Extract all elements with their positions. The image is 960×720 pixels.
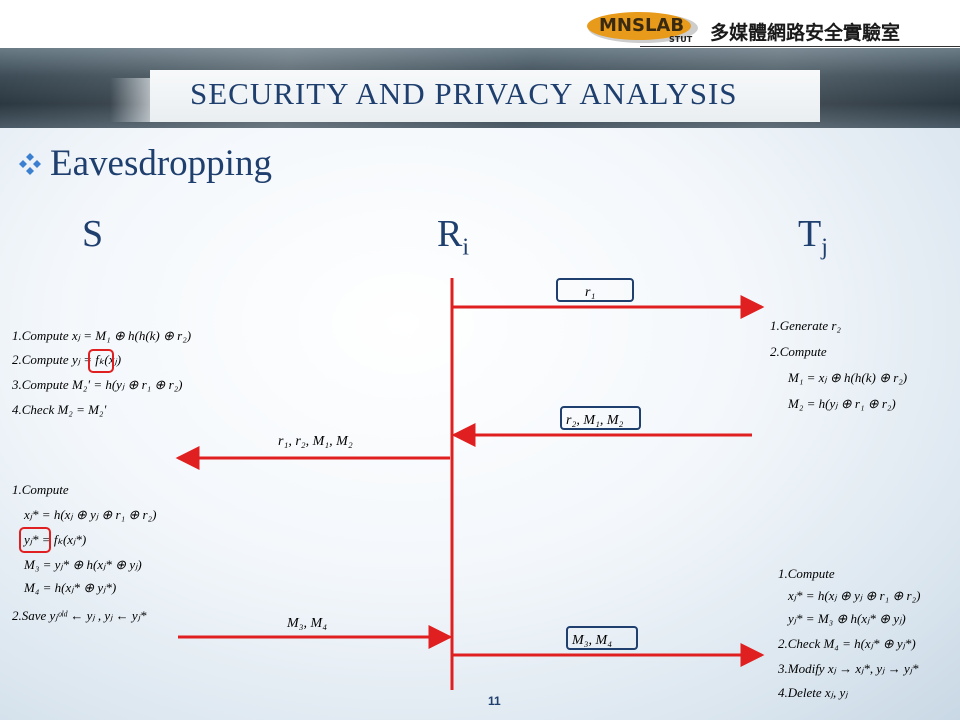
tag-step2-line1: 1.Compute	[778, 566, 835, 581]
msg-r2m1m2: r₂, M₁, M₂	[566, 413, 624, 428]
server-step2-line6: 2.Save yⱼᵒˡᵈ ← yⱼ , yⱼ ← yⱼ*	[12, 608, 147, 623]
lab-logo-sub: STUT	[669, 35, 693, 44]
tag-steps-1: 1.Generate r₂ 2.Compute M₁ = xⱼ ⊕ h(h(k)…	[770, 318, 907, 411]
server-step2-line5: M₄ = h(xⱼ* ⊕ yⱼ*)	[23, 580, 116, 595]
slide-title: SECURITY AND PRIVACY ANALYSIS	[190, 76, 738, 111]
tag-step2-line5: 3.Modify xⱼ → xⱼ*, yⱼ → yⱼ*	[777, 661, 919, 676]
msg-m3m4-server: M₃, M₄	[286, 616, 327, 631]
msg-box-r2m1m2	[560, 406, 641, 430]
msg-r1r2m1m2: r₁, r₂, M₁, M₂	[278, 434, 353, 449]
entity-tag: Tj	[798, 212, 828, 262]
lab-logo-text: MNSLAB	[599, 15, 684, 36]
server-steps-1: 1.Compute xⱼ = M₁ ⊕ h(h(k) ⊕ r₂) 2.Compu…	[11, 328, 191, 417]
server-step2-line2: xⱼ* = h(xⱼ ⊕ yⱼ ⊕ r₁ ⊕ r₂)	[23, 507, 156, 522]
server-step2-line3: yⱼ* = fₖ(xⱼ*)	[22, 532, 86, 547]
tag-steps-2: 1.Compute xⱼ* = h(xⱼ ⊕ yⱼ ⊕ r₁ ⊕ r₂) yⱼ*…	[777, 566, 920, 700]
tag-step2-line2: xⱼ* = h(xⱼ ⊕ yⱼ ⊕ r₁ ⊕ r₂)	[787, 588, 920, 603]
msg-box-m3m4	[566, 626, 638, 650]
entity-server: S	[82, 212, 103, 256]
entity-reader: Ri	[437, 212, 469, 262]
top-bar	[0, 0, 960, 48]
entity-tag-label: T	[798, 213, 822, 255]
bullet-eavesdropping: Eavesdropping	[18, 142, 272, 185]
server-step2-line1: 1.Compute	[12, 482, 69, 497]
entity-server-label: S	[82, 213, 104, 255]
msg-r1: r₁	[585, 285, 595, 300]
bullet-text: Eavesdropping	[50, 143, 272, 184]
server-step1-line3: 3.Compute M₂' = h(yⱼ ⊕ r₁ ⊕ r₂)	[11, 377, 183, 392]
server-steps-2: 1.Compute xⱼ* = h(xⱼ ⊕ yⱼ ⊕ r₁ ⊕ r₂) yⱼ*…	[12, 482, 156, 623]
lab-name: 多媒體網路安全實驗室	[710, 22, 901, 44]
tag-step2-line3: yⱼ* = M₃ ⊕ h(xⱼ* ⊕ yⱼ)	[786, 611, 906, 626]
server-step1-line1: 1.Compute xⱼ = M₁ ⊕ h(h(k) ⊕ r₂)	[12, 328, 191, 343]
lab-underline	[640, 46, 960, 47]
msg-box-r1	[556, 278, 634, 302]
server-step1-line2: 2.Compute yⱼ = fₖ(xⱼ)	[12, 352, 121, 367]
server-step2-line4: M₃ = yⱼ* ⊕ h(xⱼ* ⊕ yⱼ)	[23, 557, 142, 572]
title-plate	[150, 70, 820, 122]
entity-reader-sub: i	[462, 234, 470, 261]
tag-step1-line3: M₁ = xⱼ ⊕ h(h(k) ⊕ r₂)	[787, 370, 907, 385]
tag-step2-line4: 2.Check M₄ = h(xⱼ* ⊕ yⱼ*)	[778, 636, 916, 651]
tag-step1-line4: M₂ = h(yⱼ ⊕ r₁ ⊕ r₂)	[787, 396, 896, 411]
entity-reader-label: R	[437, 213, 463, 255]
tag-step1-line1: 1.Generate r₂	[770, 318, 841, 333]
server-step1-line4: 4.Check M₂ = M₂'	[12, 402, 106, 417]
tag-step1-line2: 2.Compute	[770, 344, 827, 359]
lab-logo: MNSLAB STUT	[587, 12, 698, 44]
msg-m3m4-reader: M₃, M₄	[571, 633, 612, 648]
slide-number: 11	[488, 694, 501, 708]
tag-step2-line6: 4.Delete xⱼ, yⱼ	[778, 685, 848, 700]
highlight-yj-star	[19, 527, 51, 553]
entity-tag-sub: j	[821, 234, 828, 261]
highlight-yj	[88, 349, 114, 373]
diamond-cluster-icon	[19, 152, 41, 175]
